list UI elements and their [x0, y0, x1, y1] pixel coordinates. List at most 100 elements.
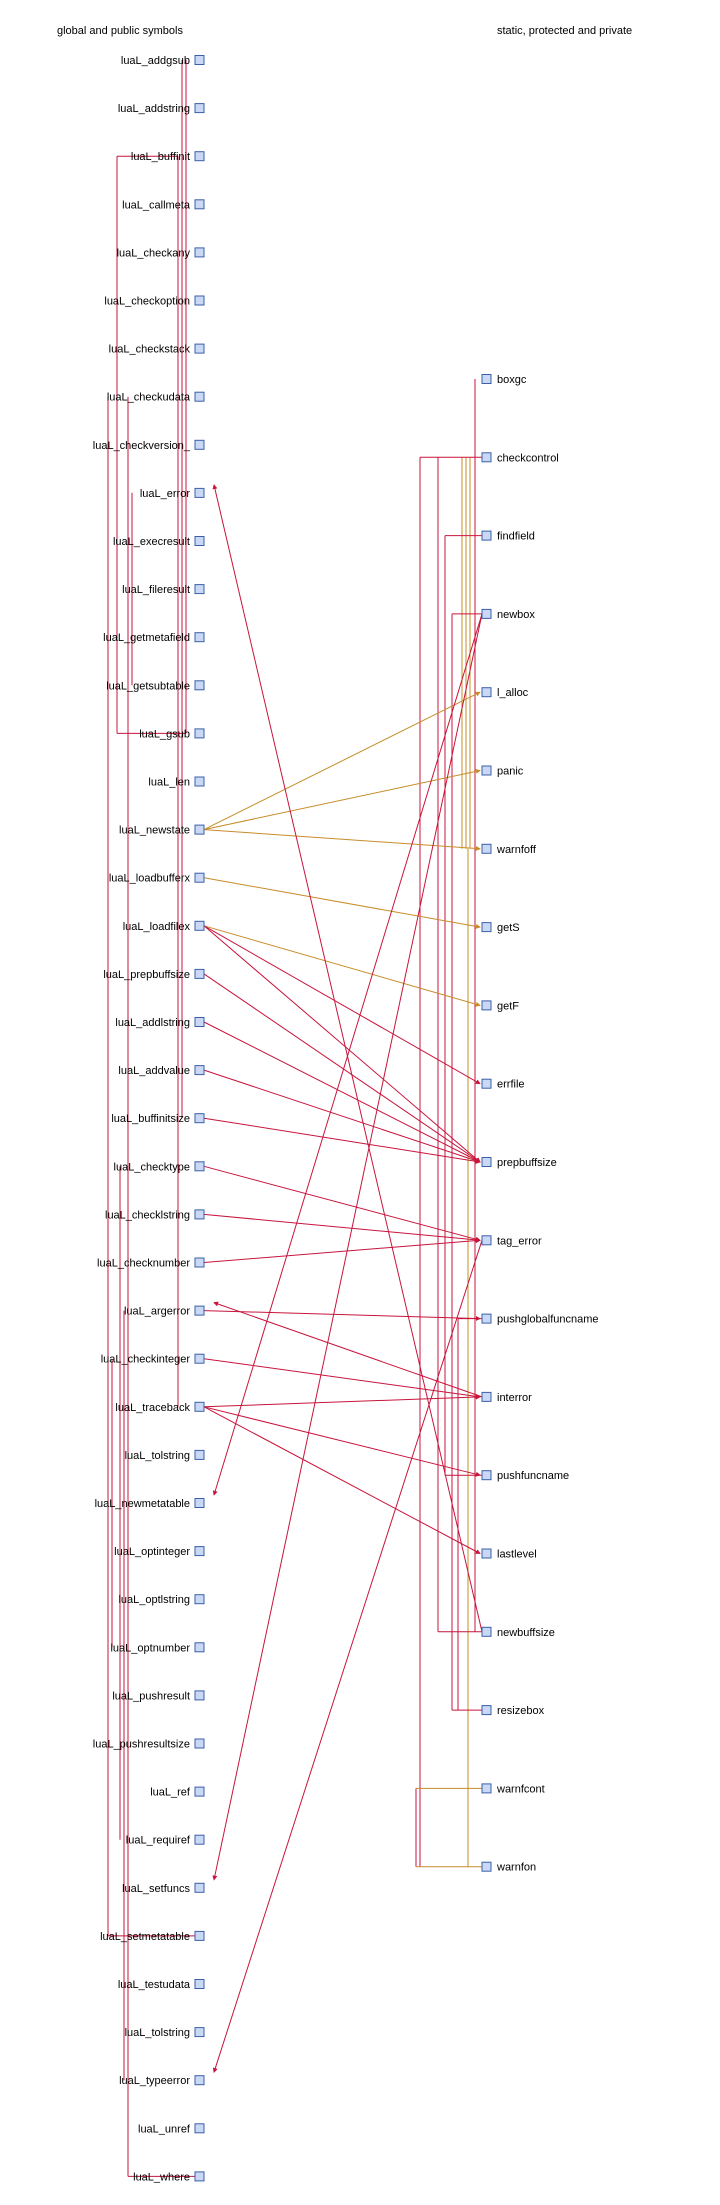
- left-node-lual-checkudata[interactable]: luaL_checkudata: [107, 391, 205, 404]
- left-node-lual-where[interactable]: luaL_where: [133, 2171, 205, 2183]
- left-node-lual-len[interactable]: luaL_len: [148, 776, 205, 789]
- right-node-tag-error[interactable]: tag_error: [481, 1235, 542, 1247]
- call-edge-lual-loadbufferx-to-gets: [203, 877, 481, 929]
- symbol-box: [194, 487, 205, 498]
- call-edge-lual-addlstring-to-prepbuffsize: [203, 1021, 481, 1163]
- symbol-box: [194, 824, 205, 835]
- right-node-gets[interactable]: getS: [481, 922, 520, 934]
- left-node-lual-error[interactable]: luaL_error: [140, 487, 205, 500]
- symbol-box: [481, 1548, 492, 1559]
- symbol-box: [481, 530, 492, 541]
- left-node-lual-checkinteger[interactable]: luaL_checkinteger: [101, 1353, 205, 1366]
- left-node-lual-optlstring[interactable]: luaL_optlstring: [118, 1594, 205, 1606]
- symbol-box: [481, 843, 492, 854]
- left-node-lual-prepbuffsize[interactable]: luaL_prepbuffsize: [103, 968, 205, 981]
- left-node-lual-addstring[interactable]: luaL_addstring: [118, 103, 205, 115]
- left-node-lual-testudata[interactable]: luaL_testudata: [118, 1979, 205, 1991]
- symbol-label: l_alloc: [497, 687, 529, 699]
- left-node-lual-fileresult[interactable]: luaL_fileresult: [122, 584, 205, 596]
- right-node-errfile[interactable]: errfile: [481, 1078, 525, 1091]
- symbol-box: [481, 687, 492, 698]
- right-node-boxgc[interactable]: boxgc: [481, 374, 527, 386]
- right-node-l-alloc[interactable]: l_alloc: [481, 687, 529, 699]
- right-node-pushglobalfuncname[interactable]: pushglobalfuncname: [481, 1313, 599, 1326]
- left-node-lual-buffinit[interactable]: luaL_buffinit: [131, 151, 205, 163]
- left-node-lual-pushresultsize[interactable]: luaL_pushresultsize: [93, 1738, 205, 1751]
- left-node-lual-execresult[interactable]: luaL_execresult: [113, 536, 205, 548]
- left-node-lual-loadbufferx[interactable]: luaL_loadbufferx: [109, 872, 205, 885]
- left-node-lual-getsubtable[interactable]: luaL_getsubtable: [106, 680, 205, 692]
- symbol-box: [481, 1705, 492, 1716]
- left-node-lual-optnumber[interactable]: luaL_optnumber: [110, 1642, 205, 1654]
- symbol-label: newbuffsize: [497, 1627, 555, 1639]
- symbol-box: [481, 1078, 492, 1089]
- left-node-lual-loadfilex[interactable]: luaL_loadfilex: [123, 920, 205, 933]
- left-node-lual-addlstring[interactable]: luaL_addlstring: [115, 1017, 205, 1029]
- right-node-findfield[interactable]: findfield: [481, 530, 535, 543]
- symbol-box: [194, 295, 205, 306]
- left-node-lual-checkany[interactable]: luaL_checkany: [117, 247, 205, 259]
- right-node-pushfuncname[interactable]: pushfuncname: [481, 1470, 569, 1482]
- left-node-lual-tolstring[interactable]: luaL_tolstring: [125, 1449, 205, 1462]
- symbol-label: luaL_ref: [150, 1787, 191, 1799]
- left-node-lual-checktype[interactable]: luaL_checktype: [114, 1161, 205, 1173]
- symbol-label: luaL_checkudata: [107, 392, 191, 404]
- symbol-label: luaL_argerror: [124, 1306, 190, 1318]
- left-node-lual-newstate[interactable]: luaL_newstate: [119, 824, 205, 837]
- left-node-lual-checkstack[interactable]: luaL_checkstack: [109, 343, 205, 356]
- left-node-lual-requiref[interactable]: luaL_requiref: [126, 1834, 205, 1847]
- symbol-label: pushglobalfuncname: [497, 1314, 599, 1326]
- left-node-lual-callmeta[interactable]: luaL_callmeta: [122, 199, 205, 211]
- symbol-box: [194, 776, 205, 787]
- call-edge-lual-newstate-to-warnfoff: [203, 829, 481, 852]
- left-node-lual-gsub[interactable]: luaL_gsub: [139, 728, 205, 740]
- left-node-lual-setmetatable[interactable]: luaL_setmetatable: [100, 1930, 205, 1943]
- left-node-lual-newmetatable[interactable]: luaL_newmetatable: [95, 1498, 205, 1510]
- right-node-lastlevel[interactable]: lastlevel: [481, 1548, 537, 1561]
- left-node-lual-checkoption[interactable]: luaL_checkoption: [104, 295, 205, 308]
- left-node-lual-setfuncs[interactable]: luaL_setfuncs: [122, 1882, 205, 1895]
- call-edge-lual-argerror-to-pushglobalfuncname: [203, 1310, 481, 1321]
- left-node-lual-tolstring[interactable]: luaL_tolstring: [125, 2027, 205, 2039]
- right-node-prepbuffsize[interactable]: prepbuffsize: [481, 1157, 557, 1169]
- symbol-label: getS: [497, 922, 520, 934]
- right-node-checkcontrol[interactable]: checkcontrol: [481, 452, 559, 464]
- call-edge-newbox-to-lual-newmetatable: [212, 613, 483, 1496]
- left-node-lual-ref[interactable]: luaL_ref: [150, 1786, 205, 1799]
- left-node-lual-getmetafield[interactable]: luaL_getmetafield: [103, 632, 205, 644]
- right-node-warnfon[interactable]: warnfon: [481, 1861, 536, 1874]
- left-node-lual-buffinitsize[interactable]: luaL_buffinitsize: [111, 1113, 205, 1125]
- symbol-box: [481, 608, 492, 619]
- symbol-box: [194, 343, 205, 354]
- symbol-label: lastlevel: [497, 1549, 537, 1561]
- left-node-lual-checkversion[interactable]: luaL_checkversion_: [93, 439, 205, 452]
- right-node-panic[interactable]: panic: [481, 765, 524, 778]
- left-node-lual-optinteger[interactable]: luaL_optinteger: [114, 1546, 205, 1558]
- left-node-lual-checknumber[interactable]: luaL_checknumber: [97, 1257, 205, 1270]
- left-node-lual-addgsub[interactable]: luaL_addgsub: [121, 55, 205, 67]
- left-node-lual-pushresult[interactable]: luaL_pushresult: [112, 1690, 205, 1702]
- right-node-getf[interactable]: getF: [481, 1000, 519, 1012]
- symbol-label: warnfcont: [496, 1783, 545, 1795]
- left-node-lual-unref[interactable]: luaL_unref: [138, 2123, 205, 2135]
- call-edge-newbuffsize-to-lual-error: [212, 484, 483, 1632]
- left-node-lual-traceback[interactable]: luaL_traceback: [115, 1401, 205, 1414]
- right-node-warnfoff[interactable]: warnfoff: [481, 843, 537, 856]
- right-node-newbuffsize[interactable]: newbuffsize: [481, 1626, 555, 1639]
- symbol-box: [194, 632, 205, 643]
- right-node-newbox[interactable]: newbox: [481, 608, 535, 621]
- symbol-label: luaL_tolstring: [125, 1450, 190, 1462]
- symbol-label: luaL_addvalue: [118, 1065, 190, 1077]
- call-edges: [203, 484, 483, 2073]
- left-node-lual-checklstring[interactable]: luaL_checklstring: [105, 1209, 205, 1221]
- symbol-label: luaL_pushresultsize: [93, 1739, 190, 1751]
- right-node-warnfcont[interactable]: warnfcont: [481, 1783, 545, 1795]
- right-node-resizebox[interactable]: resizebox: [481, 1705, 545, 1717]
- right-node-interror[interactable]: interror: [481, 1391, 532, 1404]
- left-node-lual-typeerror[interactable]: luaL_typeerror: [119, 2075, 205, 2087]
- symbol-box: [194, 2075, 205, 2086]
- call-routing-lines: [107, 60, 482, 2177]
- left-node-lual-addvalue[interactable]: luaL_addvalue: [118, 1065, 205, 1077]
- left-node-lual-argerror[interactable]: luaL_argerror: [124, 1305, 205, 1318]
